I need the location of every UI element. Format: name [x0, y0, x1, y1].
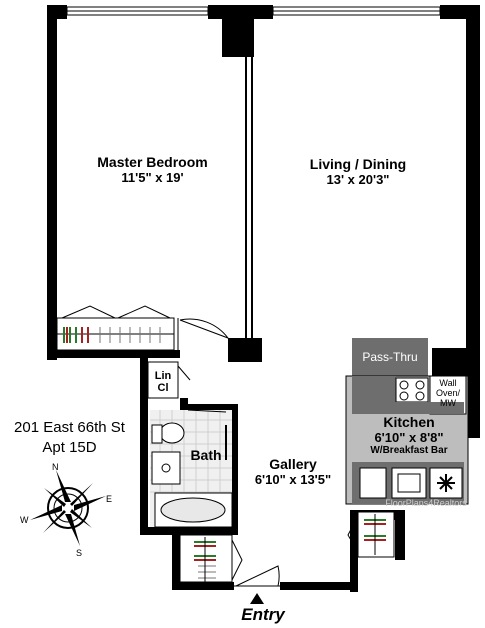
compass-rose [30, 470, 106, 546]
entry-arrow-icon [250, 593, 264, 604]
pass-thru-label: Pass-Thru [362, 350, 418, 364]
entry-label: Entry [241, 605, 285, 624]
compass-e-label: E [106, 494, 113, 504]
bath-room [150, 409, 233, 528]
hall-closet [179, 534, 243, 583]
master-bedroom-label: Master Bedroom 11'5" x 19' [75, 154, 230, 185]
kitchen-note: W/Breakfast Bar [370, 445, 448, 456]
wall-oven-label: Wall Oven/ MW [430, 378, 466, 408]
wall-oven-line1: Wall [439, 378, 457, 388]
dishwasher-icon [359, 467, 387, 499]
linen-closet-label: Lin Cl [150, 370, 176, 394]
linen-closet-line2: Cl [157, 382, 169, 394]
entry-door [234, 565, 280, 587]
kitchen-dims: 6'10" x 8'8" [374, 430, 444, 445]
gallery-label: Gallery 6'10" x 13'5" [236, 456, 350, 487]
wall-oven-line2: Oven/ [435, 388, 460, 398]
address-line1: 201 East 66th St [14, 419, 125, 436]
bedroom-closet [56, 305, 175, 351]
pantry-closet [347, 511, 395, 558]
kitchen [345, 338, 469, 505]
gallery-name: Gallery [269, 456, 317, 472]
living-dining-dims: 13' x 20'3" [326, 172, 390, 187]
compass-w-label: W [20, 515, 29, 525]
bedroom-door [177, 318, 230, 352]
watermark: FloorPlans4Realtors [385, 498, 467, 508]
compass-s-label: S [76, 548, 83, 558]
master-bedroom-name: Master Bedroom [97, 154, 208, 170]
address-line2: Apt 15D [42, 439, 97, 456]
kitchen-label: Kitchen 6'10" x 8'8" W/Breakfast Bar [350, 414, 468, 456]
walls [47, 5, 480, 592]
address-block: 201 East 66th St Apt 15D [2, 418, 137, 458]
master-bedroom-dims: 11'5" x 19' [121, 170, 184, 185]
toilet-icon [159, 422, 185, 444]
gallery-dims: 6'10" x 13'5" [254, 472, 332, 487]
living-dining-label: Living / Dining 13' x 20'3" [278, 156, 438, 187]
living-dining-name: Living / Dining [309, 156, 407, 172]
linen-closet [147, 361, 191, 399]
kitchen-name: Kitchen [383, 414, 435, 430]
wall-oven-line3: MW [440, 398, 456, 408]
linen-closet-line1: Lin [154, 370, 172, 382]
windows [66, 6, 441, 16]
compass-n-label: N [52, 462, 59, 472]
bath-label: Bath [190, 447, 222, 463]
interior-walls [245, 19, 253, 345]
